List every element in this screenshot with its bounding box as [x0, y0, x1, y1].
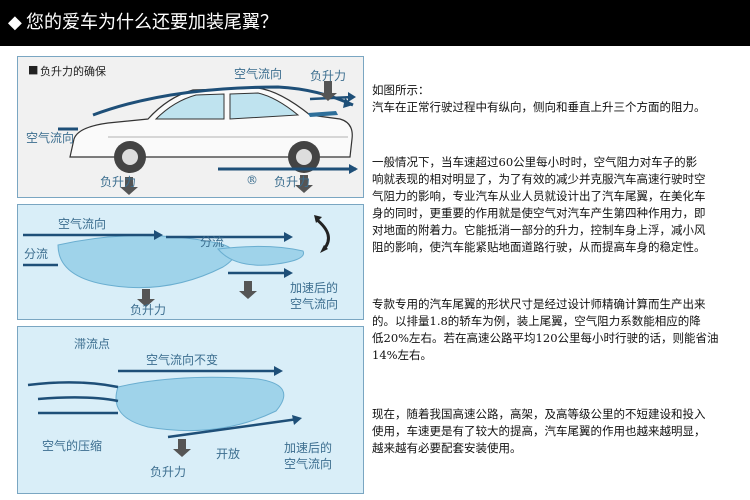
downforce-car-diagram: ■ 负升力的确保 空气流向 负升力 空气流向 负升力 ® 负升力	[17, 56, 364, 198]
downforce-label: 负升力	[100, 175, 137, 189]
compression-label: 空气的压缩	[42, 439, 103, 453]
car-illustration	[58, 81, 358, 195]
downforce-label: 负升力	[130, 303, 167, 317]
heading-mark: ■	[28, 63, 39, 76]
airflow-label: 空气流向	[26, 131, 75, 145]
downforce-label: 负升力	[150, 465, 187, 479]
page-title: 您的爱车为什么还要加装尾翼？	[26, 12, 278, 33]
wing-illustration	[27, 366, 302, 457]
stagnation-label: 滞流点	[74, 337, 111, 351]
split-label: 分流	[24, 247, 49, 261]
airflow-label: 空气流向不变	[146, 353, 219, 367]
wing-cross-section-diagram: 滞流点 空气流向不变 空气的压缩 开放 加速后的 空气流向 负升力	[17, 326, 364, 494]
panel-heading: 负升力的确保	[40, 65, 106, 78]
split-airflow-diagram: 空气流向 分流 分流 加速后的 空气流向 负升力	[17, 204, 364, 320]
registered-mark: ®	[246, 173, 258, 187]
downforce-label: 负升力	[310, 69, 347, 83]
split-label: 分流	[200, 235, 225, 249]
intro-paragraph: 如图所示： 汽车在正常行驶过程中有纵向，侧向和垂直上升三个方面的阻力。	[372, 83, 706, 114]
airflow-illustration	[23, 215, 330, 307]
explanation-paragraph: 一般情况下，当车速超过60公里每小时时，空气阻力对车子的影 响就表现的相对明显了…	[372, 155, 706, 254]
accelerated-airflow-label: 加速后的	[284, 441, 333, 455]
accelerated-airflow-label: 空气流向	[290, 297, 339, 311]
downforce-label: 负升力	[274, 175, 311, 189]
airflow-label: 空气流向	[58, 217, 107, 231]
airflow-label: 空气流向	[234, 67, 283, 81]
release-label: 开放	[216, 447, 241, 461]
page-header: ◆ 您的爱车为什么还要加装尾翼？	[0, 0, 750, 46]
accelerated-airflow-label: 空气流向	[284, 457, 333, 471]
spec-paragraph: 专款专用的汽车尾翼的形状尺寸是经过设计师精确计算而生产出来 的。以排量1.8的轿…	[372, 297, 719, 362]
diamond-icon: ◆	[8, 12, 22, 33]
accelerated-airflow-label: 加速后的	[290, 281, 339, 295]
conclusion-paragraph: 现在，随着我国高速公路，高架，及高等级公里的不短建设和投入 使用，车速更是有了较…	[372, 407, 706, 455]
